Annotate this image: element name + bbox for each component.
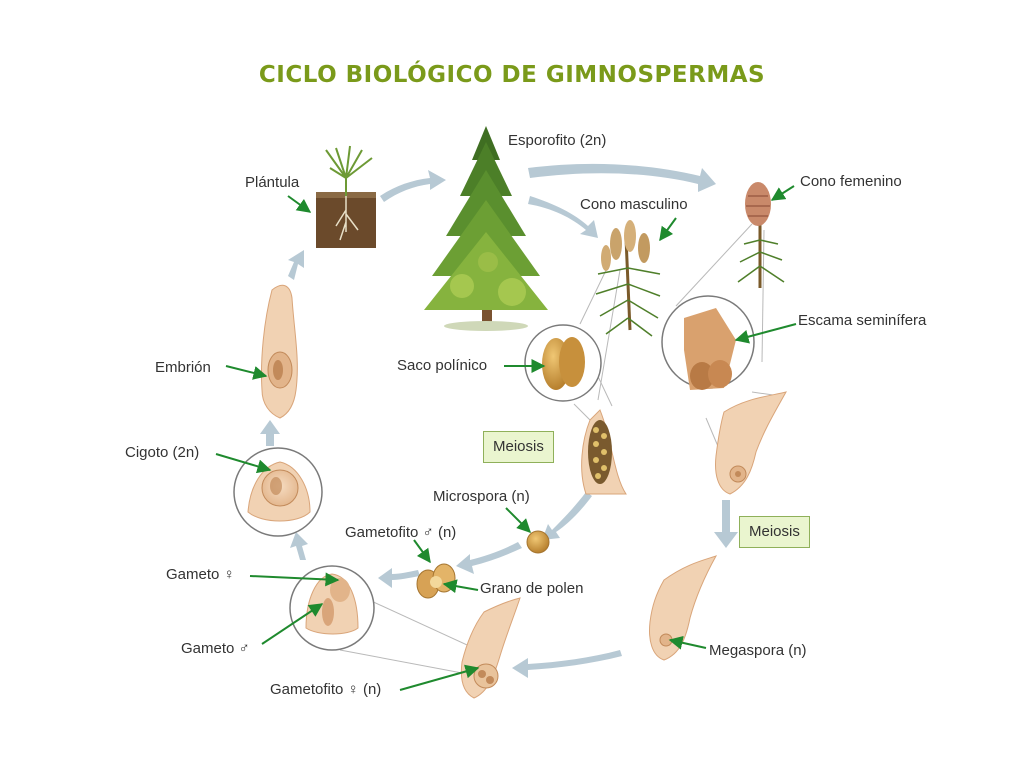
meiosis-box-right: Meiosis	[739, 516, 810, 548]
pointer-cono-femenino	[770, 185, 795, 201]
ovule-scale-right	[715, 391, 787, 495]
pointer-cigoto	[215, 453, 272, 474]
arrow-tree-to-cone-f	[528, 163, 716, 192]
embryo-seed	[260, 284, 298, 419]
pointer-escama	[734, 323, 797, 344]
seed-scale-circle	[661, 295, 755, 390]
label-escama: Escama seminífera	[798, 312, 927, 329]
female-cone-branch	[737, 182, 785, 288]
arrow-embrion-to-plantula	[288, 250, 304, 280]
megaspore-scale	[649, 555, 718, 661]
label-grano: Grano de polen	[480, 580, 584, 597]
arrow-plantula-to-tree	[380, 170, 446, 202]
label-megaspora: Megaspora (n)	[709, 642, 807, 659]
label-cono-masculino: Cono masculino	[580, 196, 688, 213]
meiosis-box-left: Meiosis	[483, 431, 554, 463]
pointer-grano	[442, 579, 479, 594]
arrow-ovule-to-cigoto	[290, 532, 308, 560]
pointer-embrion	[225, 365, 268, 380]
label-gameto-f: Gameto ♀	[166, 566, 235, 583]
pointer-gametofito-m	[413, 539, 431, 564]
pointer-arrows	[215, 185, 797, 691]
label-plantula: Plántula	[245, 174, 300, 191]
label-embrion: Embrión	[155, 359, 211, 376]
arrow-scale-to-meiosis	[714, 500, 738, 548]
pollen-grain	[416, 563, 456, 599]
label-gametofito-f: Gametofito ♀ (n)	[270, 681, 382, 698]
pointer-gameto-m	[261, 603, 324, 645]
arrow-megaspora-to-gametofito-f	[512, 650, 622, 678]
label-saco: Saco polínico	[397, 357, 488, 374]
tree-sporophyte	[424, 126, 548, 331]
zoom-lines	[329, 223, 781, 677]
pointer-gameto-f	[249, 572, 340, 587]
pollen-sac-circle	[524, 324, 602, 402]
ovule-circle	[289, 565, 375, 651]
arrow-tree-to-cone-m	[528, 196, 598, 238]
microsporangium	[581, 409, 627, 495]
pointer-plantula	[287, 195, 312, 213]
arrow-cigoto-to-embrion	[260, 420, 280, 446]
pointer-megaspora	[668, 635, 707, 650]
pointer-cono-masculino	[659, 217, 677, 242]
seedling-icon	[316, 145, 376, 248]
male-cone-branch	[595, 220, 661, 337]
arrow-grano-to-ovule	[378, 568, 420, 588]
zygote-circle	[233, 447, 323, 537]
pointer-gametofito-f	[399, 664, 480, 691]
label-esporofito: Esporofito (2n)	[508, 132, 607, 149]
pointer-microspora	[505, 507, 531, 533]
label-gameto-m: Gameto ♂	[181, 640, 250, 657]
diagram-title: CICLO BIOLÓGICO DE GIMNOSPERMAS	[258, 62, 766, 88]
female-gametophyte-scale	[460, 597, 521, 699]
label-cono-femenino: Cono femenino	[800, 173, 902, 190]
microspore-grain	[526, 530, 550, 554]
arrow-saco-to-microspora	[542, 492, 592, 540]
label-gametofito-m: Gametofito ♂ (n)	[345, 524, 457, 541]
arrow-microspora-to-gametofito-m	[456, 542, 522, 574]
label-microspora: Microspora (n)	[433, 488, 530, 505]
cycle-arrows	[260, 163, 738, 678]
label-cigoto: Cigoto (2n)	[125, 444, 200, 461]
